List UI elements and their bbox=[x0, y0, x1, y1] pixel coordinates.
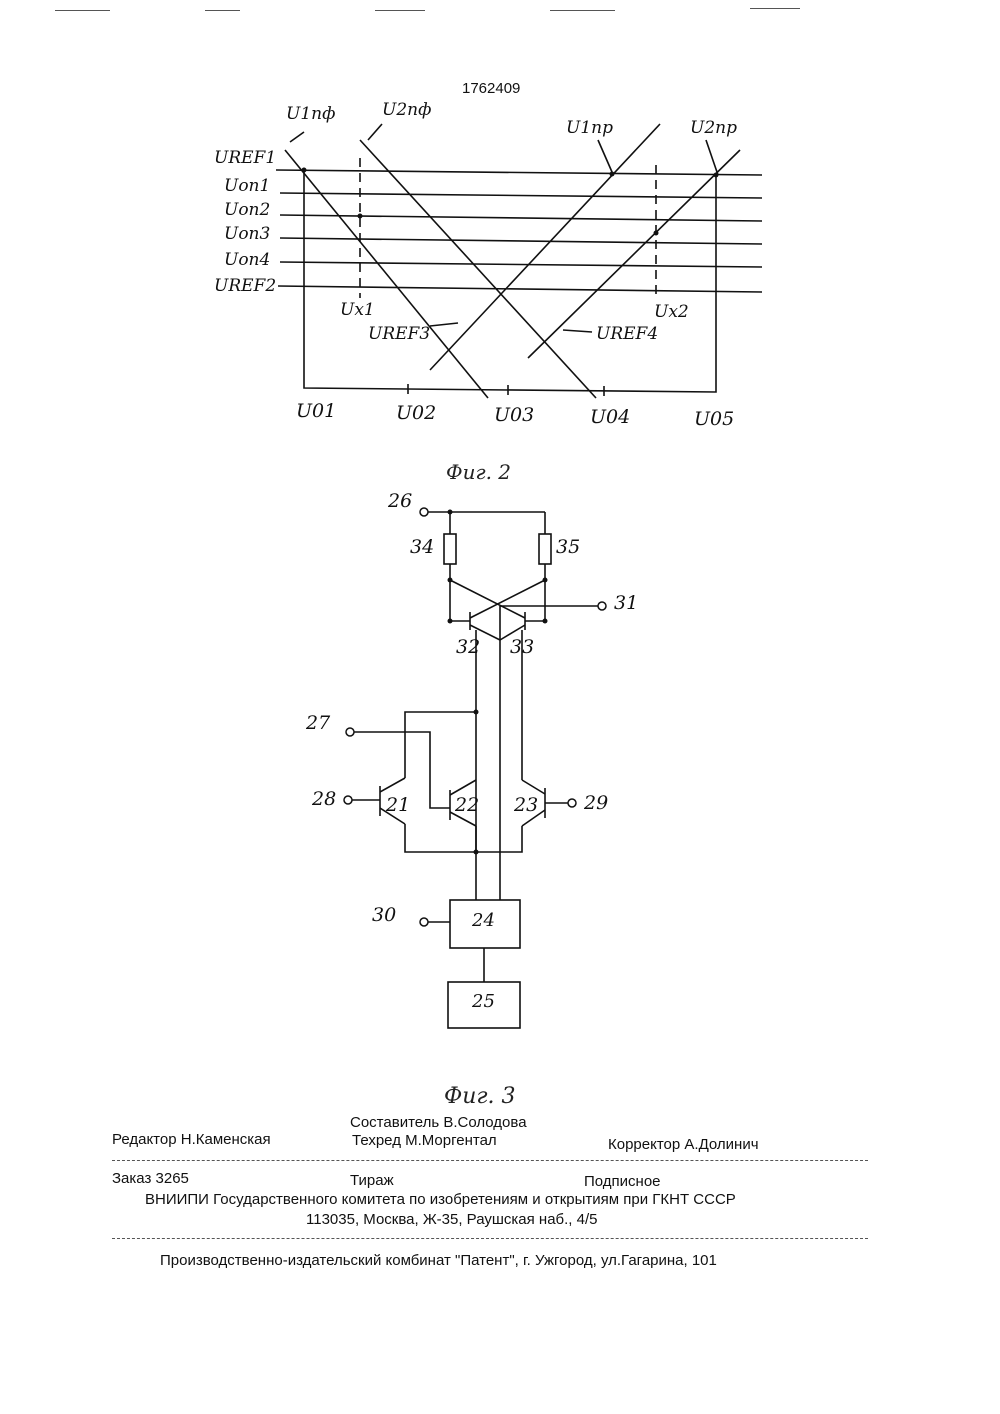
footer-divider bbox=[112, 1238, 868, 1239]
terminal-27 bbox=[346, 728, 354, 736]
label-transistor-32: 32 bbox=[456, 636, 480, 658]
level-line-uop1 bbox=[280, 193, 762, 198]
terminal-31 bbox=[598, 602, 606, 610]
axis-tick-label: U01 bbox=[296, 400, 336, 422]
curve-u2pf bbox=[360, 140, 596, 398]
footer-circulation: Тираж bbox=[350, 1172, 394, 1189]
intersection-dot bbox=[302, 168, 307, 173]
fig2-caption: Фиг. 2 bbox=[446, 460, 511, 484]
label-resistor-34: 34 bbox=[410, 536, 434, 558]
label-uref4: UREF4 bbox=[596, 324, 658, 344]
label-ux2: Ux2 bbox=[654, 302, 689, 322]
intersection-dot bbox=[714, 173, 719, 178]
fig3-circuit bbox=[0, 490, 1000, 1090]
label-uop3: Uоп3 bbox=[224, 224, 270, 244]
footer-divider bbox=[112, 1160, 868, 1161]
label-uop2: Uоп2 bbox=[224, 200, 270, 220]
terminal-28 bbox=[344, 796, 352, 804]
label-terminal-28: 28 bbox=[312, 788, 336, 810]
footer-editor: Редактор Н.Каменская bbox=[112, 1131, 271, 1148]
transistor-23-collector bbox=[522, 780, 545, 794]
leader-u1pf bbox=[290, 132, 304, 142]
label-block-25: 25 bbox=[472, 991, 495, 1012]
label-resistor-35: 35 bbox=[556, 536, 580, 558]
label-uref3: UREF3 bbox=[368, 324, 430, 344]
level-line-uop4 bbox=[280, 262, 762, 267]
wire bbox=[405, 712, 476, 778]
axis-tick-label: U04 bbox=[590, 406, 630, 428]
wire bbox=[450, 580, 525, 618]
footer-org-line: ВНИИПИ Государственного комитета по изоб… bbox=[145, 1191, 736, 1208]
junction-dot bbox=[474, 710, 479, 715]
label-u2pf: U2пф bbox=[382, 100, 431, 120]
fig3-caption: Фиг. 3 bbox=[444, 1084, 516, 1109]
leader-uref3 bbox=[430, 323, 458, 326]
curve-u1pf bbox=[285, 150, 488, 398]
wire bbox=[405, 824, 522, 852]
label-terminal-29: 29 bbox=[584, 792, 608, 814]
level-line-uref1 bbox=[276, 170, 762, 175]
label-u1pf: U1пф bbox=[286, 104, 335, 124]
label-uop4: Uоп4 bbox=[224, 250, 270, 270]
junction-dot bbox=[474, 850, 479, 855]
label-u2pr: U2пр bbox=[690, 118, 737, 138]
leader-uref4 bbox=[563, 330, 592, 332]
axis-tick-label: U03 bbox=[494, 404, 534, 426]
level-line-uop2 bbox=[280, 215, 762, 221]
level-line-uref2 bbox=[278, 286, 762, 292]
intersection-dot bbox=[610, 172, 615, 177]
label-terminal-27: 27 bbox=[306, 712, 330, 734]
terminal-26 bbox=[420, 508, 428, 516]
label-transistor-21: 21 bbox=[386, 794, 410, 816]
level-line-uop3 bbox=[280, 238, 762, 244]
footer-techred: Техред М.Моргентал bbox=[352, 1132, 497, 1149]
resistor-34 bbox=[444, 534, 456, 564]
wire bbox=[470, 580, 545, 618]
label-transistor-22: 22 bbox=[455, 794, 479, 816]
label-uref1: UREF1 bbox=[214, 148, 276, 168]
fig2-frame bbox=[304, 170, 716, 392]
intersection-dot bbox=[654, 231, 659, 236]
transistor-21-collector bbox=[380, 778, 405, 792]
label-uref2: UREF2 bbox=[214, 276, 276, 296]
footer-compiler: Составитель В.Солодова bbox=[350, 1114, 527, 1131]
label-uop1: Uоп1 bbox=[224, 176, 270, 196]
footer-order: Заказ 3265 bbox=[112, 1170, 189, 1187]
axis-tick-label: U05 bbox=[694, 408, 734, 430]
label-terminal-30: 30 bbox=[372, 904, 396, 926]
leader-u2pr bbox=[706, 140, 718, 175]
leader-u2pf bbox=[368, 124, 382, 140]
footer-corrector: Корректор А.Долинич bbox=[608, 1136, 759, 1153]
intersection-dot bbox=[358, 214, 363, 219]
label-terminal-31: 31 bbox=[614, 592, 638, 614]
label-transistor-23: 23 bbox=[514, 794, 538, 816]
footer-address: 113035, Москва, Ж-35, Раушская наб., 4/5 bbox=[306, 1211, 598, 1228]
label-transistor-33: 33 bbox=[510, 636, 534, 658]
footer-subscription: Подписное bbox=[584, 1173, 661, 1190]
label-block-24: 24 bbox=[472, 910, 495, 931]
axis-tick-label: U02 bbox=[396, 402, 436, 424]
footer-publisher: Производственно-издательский комбинат "П… bbox=[160, 1252, 717, 1269]
fig2-diagram bbox=[0, 0, 1000, 460]
resistor-35 bbox=[539, 534, 551, 564]
label-terminal-26: 26 bbox=[388, 490, 412, 512]
terminal-30 bbox=[420, 918, 428, 926]
label-u1pr: U1пр bbox=[566, 118, 613, 138]
leader-u1pr bbox=[598, 140, 612, 172]
transistor-22-collector bbox=[450, 780, 476, 795]
label-ux1: Ux1 bbox=[340, 300, 375, 320]
terminal-29 bbox=[568, 799, 576, 807]
